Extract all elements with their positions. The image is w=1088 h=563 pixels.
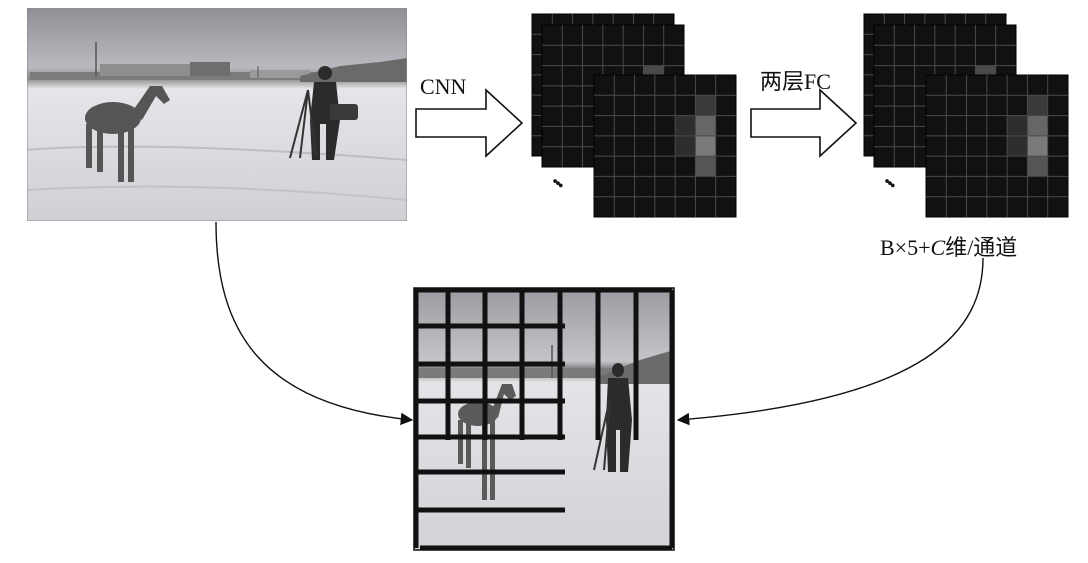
feature-map-grid [593,74,737,218]
input-photo [27,8,407,221]
horse-figure [85,86,170,182]
photo-to-grid-arrow [215,221,414,426]
tensor-to-grid-arrow [676,257,984,426]
fc-output-tensor [863,13,1069,218]
output-dims-label: B×5+C维/通道 [880,235,1018,260]
cnn-arrow [415,88,524,158]
grid-overlay-photo [414,288,674,550]
fc-label: 两层FC [760,69,831,94]
feature-map-grid [925,74,1069,218]
cnn-feature-maps [531,13,737,218]
cnn-label: CNN [420,74,467,99]
fc-arrow [750,88,858,158]
person-figure-small [593,363,632,472]
person-figure [289,66,358,160]
horse-figure-small [458,384,516,500]
grid-lines [414,288,674,550]
